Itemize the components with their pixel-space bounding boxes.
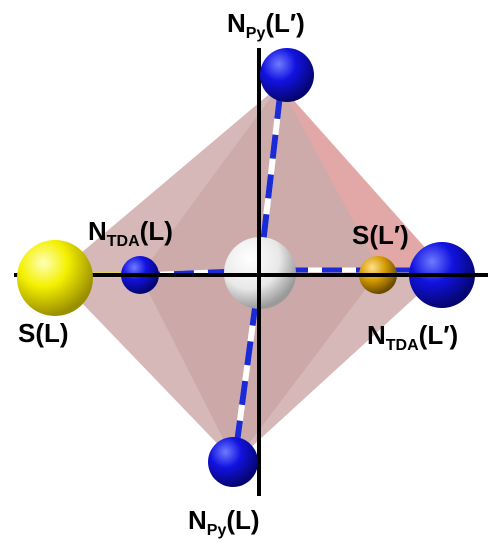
atom-s-left	[17, 240, 93, 316]
label-n-py-top: NPy(L′)	[227, 8, 305, 42]
label-s-right: S(L′)	[352, 220, 409, 250]
atom-n-py-bottom	[208, 437, 258, 487]
label-n-py-bottom: NPy(L)	[188, 505, 260, 539]
label-s-left: S(L)	[18, 318, 69, 348]
atom-n-py-top	[260, 48, 314, 102]
label-n-tda-left: NTDA(L)	[88, 216, 173, 250]
label-n-tda-right: NTDA(L′)	[367, 320, 459, 354]
octahedron-face-right	[280, 85, 445, 270]
